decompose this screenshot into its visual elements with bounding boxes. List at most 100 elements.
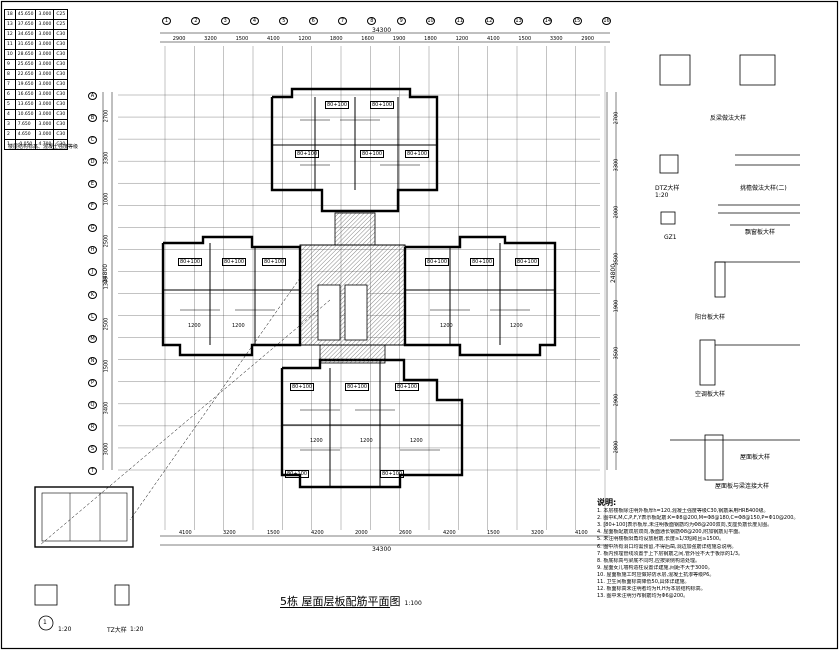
axis-bubble-left: Q <box>88 400 97 409</box>
elevation-cell: 7 <box>4 79 16 90</box>
slab-thickness-tag: 80+100 <box>380 470 405 478</box>
elevation-cell: 4.700 <box>35 139 55 150</box>
dimension-segment: 2000 <box>613 205 620 219</box>
dimension-segment: 1600 <box>361 36 375 42</box>
detail-leader <box>129 277 301 521</box>
axis-bubble-left: T <box>88 467 97 475</box>
elevation-cell: C30 <box>53 59 69 70</box>
elevation-cell: C30 <box>53 129 69 140</box>
axis-bubble-left: L <box>88 312 97 321</box>
slab-thickness-tag: 80+100 <box>425 258 450 266</box>
dimension-segment: 3200 <box>204 36 217 42</box>
dimension-segment: 3500 <box>613 252 620 266</box>
elevation-cell: 18 <box>4 9 16 20</box>
dimension-segment: 2700 <box>103 109 110 123</box>
elevation-cell: 3.000 <box>35 49 55 60</box>
slab-rebar-length: 1200 <box>410 438 423 444</box>
axis-bubble-top: 4 <box>250 17 259 25</box>
elevation-cell: 3 <box>4 119 16 130</box>
axis-bubble-top: 11 <box>455 17 465 25</box>
axis-bubble-left: E <box>88 180 97 189</box>
axis-bubble-top: 6 <box>308 17 318 25</box>
elevation-cell: 9 <box>4 59 16 70</box>
axis-bubble-left: S <box>88 444 97 453</box>
elevation-cell: C30 <box>53 69 69 80</box>
elevation-cell: 12 <box>4 29 16 40</box>
axis-bubble-top: 7 <box>338 17 347 25</box>
detail-label-eave: 挑檐做法大样(二) <box>740 185 787 192</box>
axis-bubble-top: 2 <box>191 17 201 25</box>
elevation-cell: 3.000 <box>35 39 55 50</box>
dimension-segment: 2900 <box>172 36 186 42</box>
slab-thickness-tag: 80+100 <box>470 258 495 266</box>
elevation-cell: C30 <box>53 99 69 110</box>
dimension-segment: 1900 <box>392 36 406 42</box>
note-item: 4. 屋面板配筋双层双向,板面通长钢筋Φ8@200,附加钢筋见平面。 <box>597 529 744 536</box>
slab-thickness-tag: 80+100 <box>222 258 247 266</box>
elevation-cell: 3.000 <box>35 79 55 90</box>
note-item: 7. 板内预埋管线须置于上下层钢筋之间,管外径不大于板厚的1/3。 <box>597 550 743 557</box>
elevation-cell: C30 <box>53 29 69 40</box>
note-item: 6. 图中所有洞口均需预留,不得后凿,洞边加强筋详结施总说明。 <box>597 543 737 550</box>
axis-bubble-top: 5 <box>279 17 289 25</box>
dimension-segment: 2800 <box>613 440 620 453</box>
dimension-segment: 2900 <box>581 36 595 42</box>
axis-bubble-top: 9 <box>396 17 406 25</box>
elevation-cell: 8 <box>4 69 16 80</box>
dimension-segment: 1500 <box>267 530 280 536</box>
slab-thickness-tag: 80+100 <box>178 258 203 266</box>
note-item: 5. 未注明楼板阳角均设放射筋,长度≥1/3短跨且≥1500。 <box>597 536 725 543</box>
elevation-cell: 31.650 <box>14 39 37 50</box>
note-item: 2. 图中K,M,C,P,F,Y表示板配筋:K=Φ8@200,M=Φ8@180,… <box>597 515 799 522</box>
dimension-segment: 1200 <box>455 36 469 42</box>
dimension-segment: 4200 <box>311 530 324 536</box>
note-item: 12. 板面标高未注明者均为H,H为本层结构标高。 <box>597 586 706 593</box>
detail-label-tz-scale: 1:20 <box>130 626 144 633</box>
elevation-cell: C30 <box>53 49 69 60</box>
axis-bubble-top: 16 <box>602 17 611 25</box>
elevation-cell: 10 <box>4 49 16 60</box>
elevation-cell: 7.650 <box>14 119 37 130</box>
elevation-cell: 3.000 <box>35 29 55 40</box>
note-item: 8. 板底标高与梁底不同时,应按梁侧构造处理。 <box>597 557 700 564</box>
dimension-segment: 1000 <box>103 192 110 206</box>
axis-bubble-left: B <box>88 114 97 123</box>
slab-thickness-tag: 80+100 <box>325 101 350 109</box>
note-item: 11. 卫生间板面标高降低50,具体详建施。 <box>597 579 690 586</box>
detail-label-bay-window: 飘窗板大样 <box>745 229 776 236</box>
axis-bubble-top: 10 <box>426 17 435 25</box>
dimension-segment: 3300 <box>613 158 620 172</box>
slab-thickness-tag: 80+100 <box>515 258 540 266</box>
axis-bubble-left: G <box>88 224 97 233</box>
elevation-cell: C25 <box>53 19 69 30</box>
elevation-cell: 28.650 <box>14 49 37 60</box>
elevation-cell: 6 <box>4 89 16 100</box>
elevation-cell: 11 <box>4 39 16 50</box>
detail-label-dtz-scale: 1:20 <box>655 192 669 199</box>
dimension-segment: 1200 <box>298 36 312 42</box>
elevation-cell: 3.000 <box>35 59 55 70</box>
axis-bubble-left: K <box>88 290 97 299</box>
notes-heading: 说明: <box>597 498 617 507</box>
elevation-cell: 25.650 <box>14 59 37 70</box>
elevation-cell: 3.000 <box>35 19 55 30</box>
elevation-cell: 3.000 <box>35 109 55 120</box>
elevation-cell: 10.650 <box>14 109 37 120</box>
axis-bubble-left: J <box>88 268 97 277</box>
elevation-cell: 19.650 <box>14 79 37 90</box>
slab-rebar-length: 1200 <box>310 438 323 444</box>
dimension-lines <box>102 32 617 546</box>
detail-label-reverse-beam: 反梁做法大样 <box>710 115 747 122</box>
dimension-segment: 1800 <box>424 36 437 42</box>
elevation-cell: 4 <box>4 109 16 120</box>
axis-bubble-top: 8 <box>367 17 377 25</box>
dimension-segment: 3300 <box>549 36 563 42</box>
dimension-segment: 1500 <box>518 36 532 42</box>
